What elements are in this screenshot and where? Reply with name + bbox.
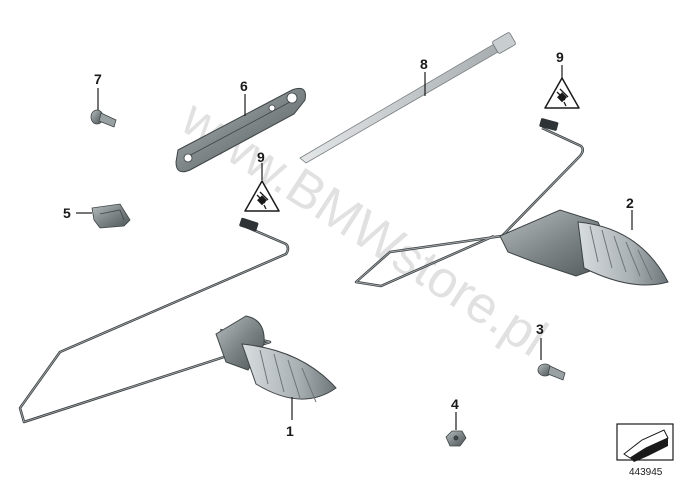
part-3-screw (537, 363, 566, 381)
electrical-plug-warning-icon (544, 77, 580, 109)
callout-5: 5 (63, 205, 71, 221)
callout-3: 3 (536, 321, 544, 337)
callout-9-left: 9 (257, 149, 265, 165)
callout-8: 8 (420, 56, 428, 72)
callout-6: 6 (240, 78, 248, 94)
arrow-orientation-icon (616, 423, 674, 462)
callout-4: 4 (451, 396, 459, 412)
callout-2: 2 (626, 195, 634, 211)
part-6-bracket (175, 87, 306, 173)
leader-lines (76, 65, 633, 430)
callout-9-right: 9 (556, 49, 564, 65)
callout-1: 1 (286, 423, 294, 439)
part-2-turn-indicator-right (354, 118, 669, 288)
part-1-turn-indicator-left (18, 217, 337, 424)
part-4-nut (445, 430, 467, 447)
part-8-cable-tie (299, 32, 516, 164)
diagram-number: 443945 (629, 467, 663, 478)
part-5-clip-nut (91, 203, 131, 229)
callout-7: 7 (94, 71, 102, 87)
electrical-plug-warning-icon (244, 180, 280, 212)
part-7-screw (90, 109, 117, 128)
